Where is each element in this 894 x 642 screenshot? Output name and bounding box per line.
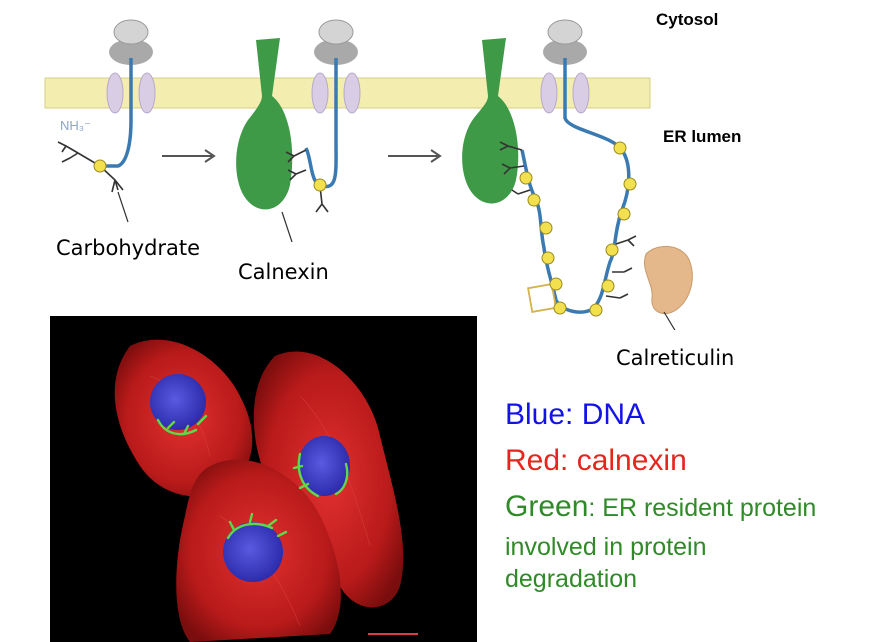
glycan-bead (313, 178, 327, 192)
trimming-square (527, 283, 557, 313)
glycan-group-2 (285, 149, 329, 213)
glycan-group-1 (57, 141, 124, 193)
carbohydrate-label: Carbohydrate (56, 236, 201, 260)
legend-green-line2: involved in protein (505, 533, 707, 561)
er-protein-signal (156, 414, 349, 540)
legend-blue: Blue: DNA (505, 398, 646, 431)
calreticulin (644, 246, 693, 314)
carbohydrate-pointer (117, 191, 129, 223)
translocon-2 (311, 72, 361, 114)
calnexin-pointer (281, 211, 293, 243)
legend-green-key: Green (505, 490, 589, 523)
calnexin-1 (236, 38, 293, 210)
nucleus-1 (150, 374, 206, 430)
er-glycoprotein-folding-diagram: NH₃⁻ (44, 19, 693, 330)
ribosome-1 (109, 19, 153, 65)
glycan-group-3 (499, 141, 637, 299)
arrow-icon (162, 149, 216, 163)
ribosome-2 (314, 19, 358, 65)
legend-red: Red: calnexin (505, 444, 687, 477)
glycan-bead (93, 159, 107, 173)
n-terminus-label: NH₃⁻ (60, 118, 91, 133)
translocon-3 (540, 72, 590, 114)
legend-green-line3: degradation (505, 565, 638, 593)
glycan-beads-3 (519, 141, 637, 317)
cytosol-label: Cytosol (656, 10, 719, 29)
ribosome-3 (543, 19, 587, 65)
calreticulin-pointer (663, 311, 676, 330)
nucleus-2 (298, 436, 350, 496)
polypeptide-chain-1 (100, 58, 133, 168)
nucleus-3 (223, 522, 283, 582)
arrow-icon (388, 149, 442, 163)
calreticulin-label: Calreticulin (616, 346, 735, 370)
calnexin-2 (462, 38, 519, 204)
er-lumen-label: ER lumen (663, 127, 742, 146)
translocon-1 (106, 72, 156, 114)
calnexin-label: Calnexin (238, 260, 329, 284)
legend-green: Green: ER resident protein (505, 490, 816, 524)
legend-green-rest: : ER resident protein (588, 494, 817, 522)
fluorescence-micrograph (50, 316, 477, 642)
